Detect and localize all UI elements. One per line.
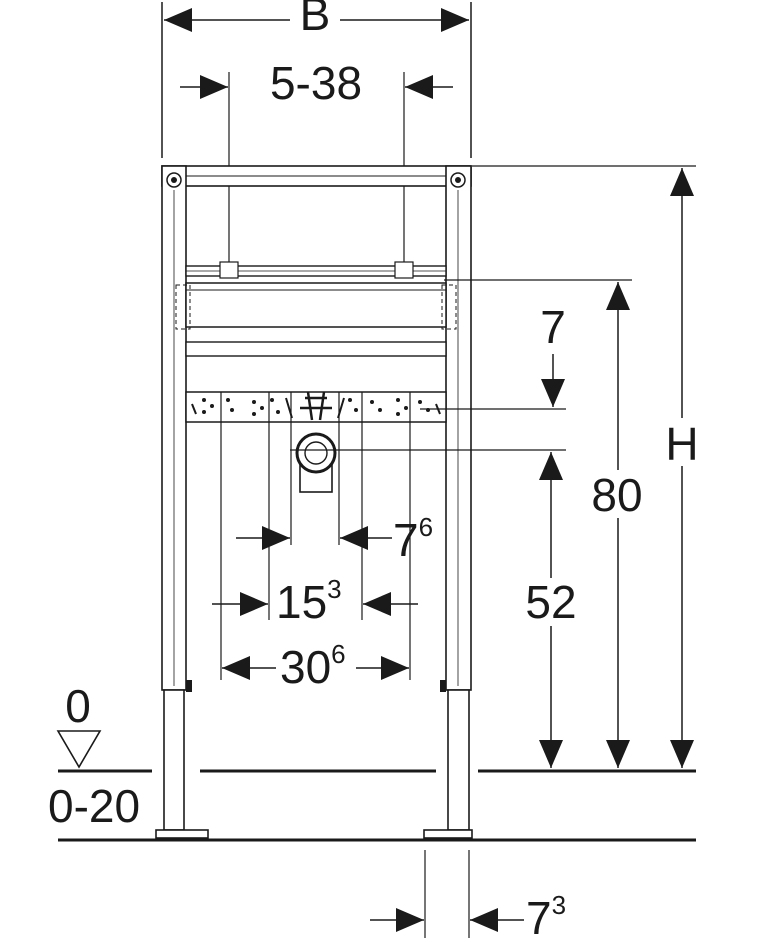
- mounting-frame: [155, 165, 473, 839]
- height-dimensions: H 80 7 52: [290, 165, 702, 768]
- label-52: 52: [525, 576, 576, 628]
- label-b: B: [300, 0, 331, 40]
- label-foot-offset: 73: [526, 890, 566, 938]
- dimension-b: B: [161, 0, 472, 158]
- water-fitting-icon: [295, 391, 337, 493]
- label-spacing-15-3: 153: [276, 574, 342, 628]
- label-80: 80: [591, 469, 642, 521]
- label-floor-level: 0: [65, 680, 91, 732]
- dimension-foot-offset: 73: [370, 850, 566, 938]
- dimension-rail-range: 5-38: [180, 57, 453, 278]
- spacing-dimensions: 76 153 306: [212, 392, 433, 693]
- label-h: H: [665, 418, 698, 470]
- label-spacing-30-6: 306: [280, 639, 346, 693]
- label-spacing-7-6: 76: [393, 512, 433, 566]
- triangle-level-icon: [56, 730, 102, 769]
- floor-levels: 0 0-20: [48, 680, 696, 842]
- label-floor-range: 0-20: [48, 780, 140, 832]
- label-offset-7: 7: [540, 301, 566, 353]
- label-rail-range: 5-38: [270, 57, 362, 109]
